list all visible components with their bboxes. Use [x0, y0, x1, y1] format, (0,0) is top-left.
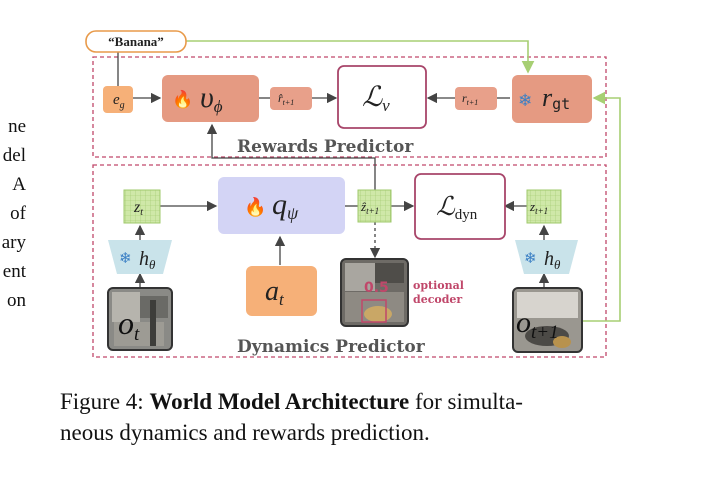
observation-left-label: ot [118, 305, 140, 345]
predicted-latent-node [357, 189, 392, 223]
latent-state-node [123, 189, 161, 224]
text-line: ne [8, 116, 26, 137]
caption-line2: neous dynamics and rewards prediction. [60, 420, 430, 445]
dynamics-network-label: qψ [272, 188, 299, 223]
goal-embedding-label: eg [113, 92, 125, 111]
rewards-predictor-label: Rewards Predictor [237, 137, 414, 157]
decoded-image [340, 258, 409, 327]
world-model-diagram: “Banana” eg 🔥 υϕ r̂t+1 ℒv rt+1 ❄ rgt Rew… [85, 30, 621, 358]
dynamics-loss-node [414, 173, 506, 240]
value-loss-node [337, 65, 427, 129]
action-label: at [265, 276, 285, 309]
dynamics-network-node [218, 177, 345, 234]
zhat-to-vphi-arrow [206, 123, 376, 192]
text-line: ary [1, 232, 26, 253]
flame-icon: 🔥 [172, 89, 193, 109]
snowflake-icon: ❄ [524, 251, 537, 267]
flame-icon: 🔥 [244, 196, 266, 217]
text-line: del [2, 145, 26, 166]
predicted-reward-node [270, 87, 312, 110]
ground-truth-reward-node [512, 75, 592, 123]
decoder-label-line2: decoder [413, 293, 462, 306]
dynamics-predictor-box [92, 164, 607, 358]
predicted-reward-label: r̂t+1 [278, 91, 294, 107]
encoder-left [108, 240, 172, 274]
encoder-right-label: hθ [544, 248, 561, 272]
caption-line1: Figure 4: World Model Architecture for s… [60, 386, 700, 417]
rewards-predictor-box [92, 56, 607, 158]
goal-embedding-node [103, 86, 133, 113]
observation-right-label: ot+1 [516, 306, 559, 343]
snowflake-icon: ❄ [119, 251, 132, 267]
figure-caption: Figure 4: World Model Architecture for s… [60, 386, 700, 448]
snowflake-icon: ❄ [518, 91, 532, 110]
reward-label: rt+1 [462, 91, 478, 107]
value-network-label: υϕ [200, 81, 223, 116]
observation-image-right [512, 287, 583, 353]
caption-rest: for simulta- [409, 389, 523, 414]
prompt-to-rgt-line [186, 40, 535, 74]
encoder-right [515, 240, 578, 274]
predicted-latent-label: ẑt+1 [360, 199, 379, 216]
text-line: of [10, 203, 26, 224]
latent-state-label: zt [133, 199, 143, 218]
reward-node [455, 87, 497, 110]
decoder-value: 0.5 [364, 280, 389, 296]
next-latent-node [526, 189, 562, 224]
body-text-fragment: ne del A of ary ent on [0, 112, 26, 315]
decoder-label-line1: optional [413, 279, 464, 292]
caption-prefix: Figure 4: [60, 389, 150, 414]
ground-truth-reward-label: rgt [542, 83, 570, 113]
observation-image-left [107, 287, 173, 351]
encoder-left-label: hθ [139, 248, 156, 272]
text-line: ent [2, 261, 26, 282]
action-node [246, 266, 317, 316]
text-line: on [7, 290, 26, 311]
ot1-to-rgt-line [582, 91, 621, 322]
prompt-box [85, 30, 187, 53]
caption-title: World Model Architecture [149, 389, 410, 414]
dynamics-predictor-label: Dynamics Predictor [237, 337, 426, 357]
next-latent-label: zt+1 [529, 199, 548, 216]
value-network-node [162, 75, 259, 122]
value-loss-label: ℒv [362, 82, 390, 115]
text-line: A [12, 174, 26, 195]
prompt-text: “Banana” [108, 34, 164, 49]
dynamics-loss-label: ℒdyn [436, 192, 478, 223]
